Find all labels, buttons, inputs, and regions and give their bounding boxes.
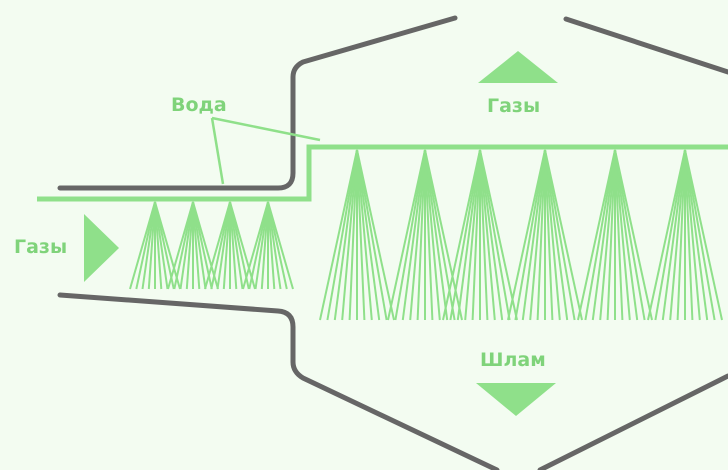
sludge-label: Шлам: [480, 349, 546, 371]
spray-cone-chamber-1: [319, 149, 395, 321]
water-pipe: [37, 144, 728, 202]
spray-nozzles: [129, 149, 723, 321]
water-label-leaders: [210, 116, 321, 185]
water-label: Вода: [171, 94, 227, 116]
vessel-bottom-left-wall: [57, 292, 500, 470]
gas-in-arrow-icon: [84, 214, 119, 282]
spray-cone-chamber-6: [647, 149, 723, 321]
spray-cone-chamber-2: [387, 149, 463, 321]
vessel-walls: [57, 15, 728, 470]
spray-cone-chamber-3: [442, 149, 518, 321]
spray-cone-inlet-1: [129, 201, 181, 290]
vessel-top-left-wall: [57, 15, 458, 191]
vessel-top-right-wall: [563, 16, 728, 75]
gas-inlet-label: Газы: [14, 236, 68, 258]
gas-outlet-label: Газы: [487, 95, 541, 117]
spray-cone-chamber-5: [577, 149, 653, 321]
spray-cone-inlet-3: [204, 201, 256, 290]
gas-out-arrow-up-icon: [478, 51, 558, 83]
spray-cone-inlet-4: [242, 201, 294, 290]
sludge-arrow-down-icon: [476, 383, 556, 416]
spray-cone-chamber-4: [507, 149, 583, 321]
vessel-bottom-right-wall: [537, 373, 728, 470]
